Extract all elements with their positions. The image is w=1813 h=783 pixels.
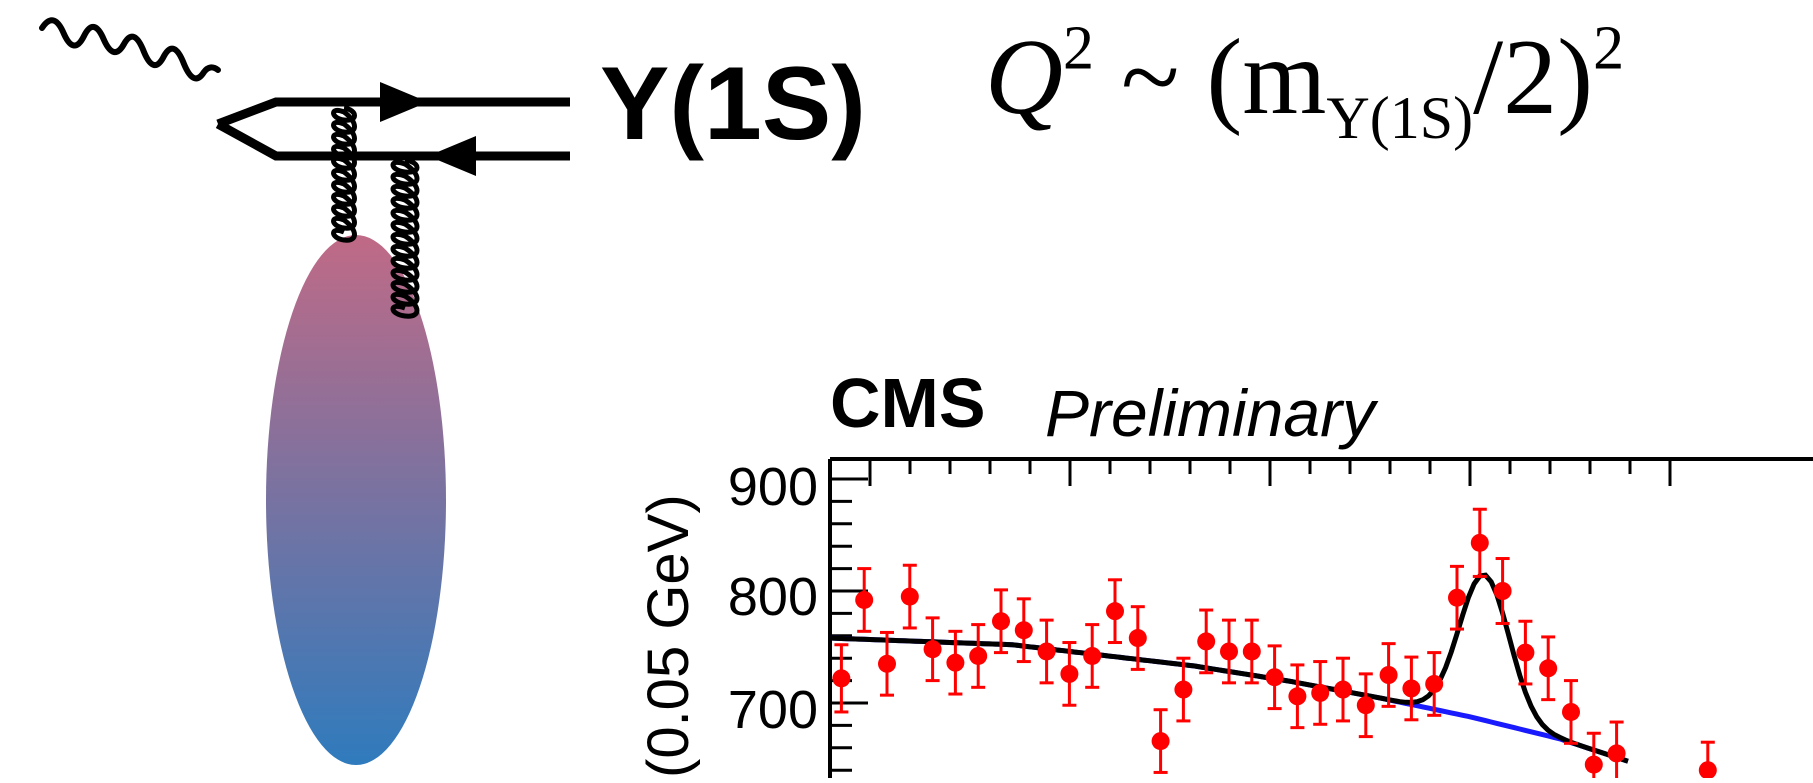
data-point bbox=[1494, 559, 1512, 624]
data-point bbox=[1015, 599, 1033, 662]
data-marker bbox=[1152, 732, 1170, 750]
preliminary-label: Preliminary bbox=[1045, 380, 1375, 446]
y-axis-title: (0.05 GeV) bbox=[640, 494, 698, 778]
data-marker bbox=[1060, 665, 1078, 683]
data-marker bbox=[1699, 761, 1717, 778]
data-marker bbox=[901, 588, 919, 606]
data-marker bbox=[1197, 632, 1215, 650]
q-squared-formula: Q2 ~ (mΥ(1S)/2)2 bbox=[985, 24, 1624, 132]
quark-arrow-left bbox=[428, 136, 476, 176]
formula-q: Q bbox=[985, 18, 1063, 137]
data-point bbox=[1334, 658, 1352, 721]
data-marker bbox=[1585, 756, 1603, 774]
data-marker bbox=[855, 591, 873, 609]
data-marker bbox=[1516, 644, 1534, 662]
formula-relation: ~ (m bbox=[1094, 18, 1326, 137]
data-marker bbox=[1494, 582, 1512, 600]
data-marker bbox=[832, 669, 850, 687]
formula-tail: /2) bbox=[1473, 18, 1593, 137]
data-point bbox=[1471, 509, 1489, 576]
data-marker bbox=[878, 655, 896, 673]
data-point bbox=[855, 569, 873, 632]
data-marker bbox=[1266, 668, 1284, 686]
gluon-1 bbox=[334, 108, 355, 240]
data-point bbox=[1539, 637, 1557, 700]
data-marker bbox=[1220, 642, 1238, 660]
formula-q-exponent: 2 bbox=[1063, 14, 1094, 82]
data-point bbox=[969, 625, 987, 688]
plot-frame bbox=[830, 459, 1813, 778]
data-marker bbox=[1106, 602, 1124, 620]
data-marker bbox=[969, 647, 987, 665]
data-marker bbox=[1288, 687, 1306, 705]
data-marker bbox=[1608, 744, 1626, 762]
data-marker bbox=[1243, 642, 1261, 660]
data-marker bbox=[1311, 684, 1329, 702]
data-point bbox=[1197, 610, 1215, 673]
proton-ellipse bbox=[266, 235, 446, 765]
y-tick-label-900: 900 bbox=[698, 460, 818, 514]
data-marker bbox=[1334, 681, 1352, 699]
formula-subscript: Υ(1S) bbox=[1326, 85, 1473, 151]
data-marker bbox=[1357, 696, 1375, 714]
data-marker bbox=[1038, 642, 1056, 660]
data-marker bbox=[1083, 647, 1101, 665]
formula-tail-exponent: 2 bbox=[1593, 14, 1624, 82]
y-tick-label-700: 700 bbox=[698, 683, 818, 737]
data-marker bbox=[1539, 659, 1557, 677]
data-point bbox=[1585, 733, 1603, 778]
plot-marks bbox=[830, 509, 1813, 778]
data-marker bbox=[1129, 629, 1147, 647]
upsilon-label: Υ(1S) bbox=[600, 52, 866, 156]
photon-line bbox=[42, 20, 218, 78]
data-marker bbox=[1380, 666, 1398, 684]
data-point bbox=[1106, 580, 1124, 643]
data-point bbox=[901, 565, 919, 628]
data-marker bbox=[1425, 675, 1443, 693]
data-marker bbox=[1471, 534, 1489, 552]
data-point bbox=[1562, 681, 1580, 744]
data-point bbox=[1266, 646, 1284, 709]
data-point bbox=[1288, 665, 1306, 728]
data-marker bbox=[1402, 679, 1420, 697]
quark-line-lower bbox=[218, 124, 570, 156]
data-point bbox=[1038, 620, 1056, 683]
data-marker bbox=[924, 640, 942, 658]
gluon-2 bbox=[393, 160, 417, 316]
data-marker bbox=[946, 654, 964, 672]
data-marker bbox=[992, 612, 1010, 630]
cms-label: CMS bbox=[830, 368, 986, 438]
data-marker bbox=[1562, 703, 1580, 721]
quark-arrow-right bbox=[380, 82, 428, 122]
data-marker bbox=[1015, 621, 1033, 639]
data-point bbox=[1083, 625, 1101, 688]
data-point bbox=[1402, 657, 1420, 720]
data-point bbox=[1699, 742, 1717, 778]
data-point bbox=[1152, 710, 1170, 773]
data-marker bbox=[1174, 681, 1192, 699]
data-point bbox=[1608, 722, 1626, 778]
y-tick-label-800: 800 bbox=[698, 570, 818, 624]
data-marker bbox=[1448, 589, 1466, 607]
data-point bbox=[1357, 674, 1375, 737]
data-point bbox=[924, 618, 942, 681]
data-point bbox=[1311, 662, 1329, 725]
